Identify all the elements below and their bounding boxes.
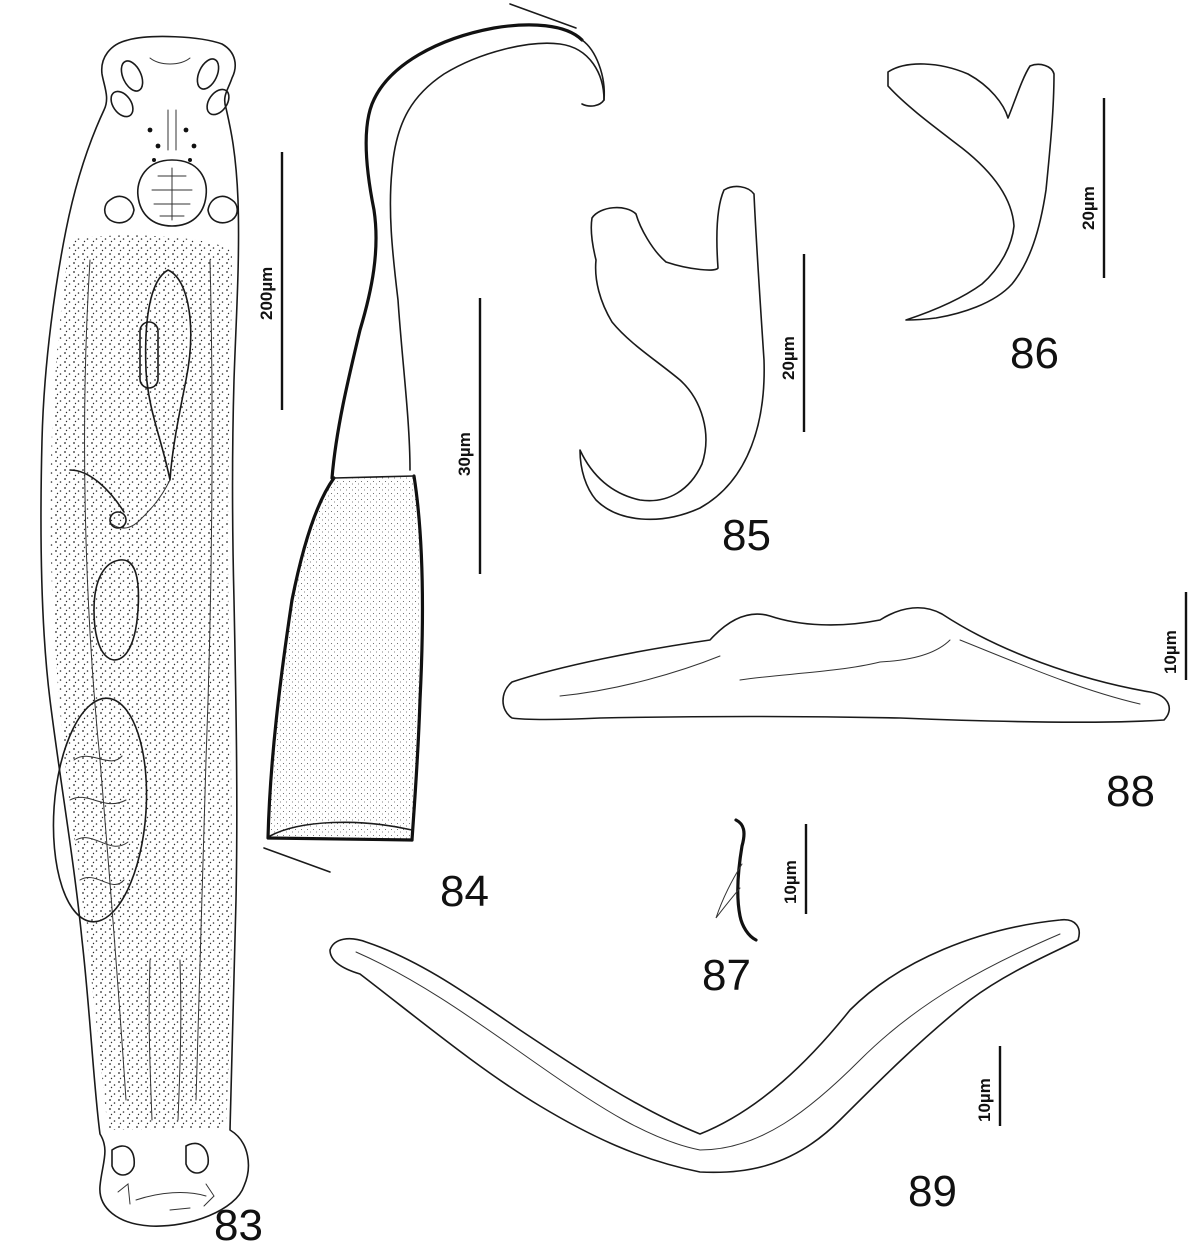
figure-83-whole-body bbox=[40, 35, 250, 1227]
figure-89-bar bbox=[329, 918, 1080, 1174]
figure-84-copulatory-organ bbox=[263, 3, 606, 873]
figure-85-hook bbox=[579, 185, 765, 521]
figure-86-hook bbox=[887, 63, 1055, 321]
figure-86-label: 86 bbox=[1010, 329, 1059, 378]
figure-84-label: 84 bbox=[440, 867, 489, 916]
figure-84-scale-label: 30µm bbox=[455, 432, 474, 476]
figure-88-label: 88 bbox=[1106, 767, 1155, 816]
figure-83-label: 83 bbox=[214, 1201, 263, 1250]
figure-89-scale-label: 10µm bbox=[975, 1078, 994, 1122]
figure-83-scale-label: 200µm bbox=[257, 267, 276, 320]
figure-89-label: 89 bbox=[908, 1167, 957, 1216]
figure-85-scale-label: 20µm bbox=[779, 336, 798, 380]
figure-88-scale-label: 10µm bbox=[1161, 630, 1180, 674]
figure-87-hooklet bbox=[715, 818, 758, 942]
figure-86-scale-label: 20µm bbox=[1079, 186, 1098, 230]
figure-87-label: 87 bbox=[702, 951, 751, 1000]
figure-87-scale-label: 10µm bbox=[781, 860, 800, 904]
figure-88-bar bbox=[502, 606, 1171, 723]
figure-85-label: 85 bbox=[722, 511, 771, 560]
